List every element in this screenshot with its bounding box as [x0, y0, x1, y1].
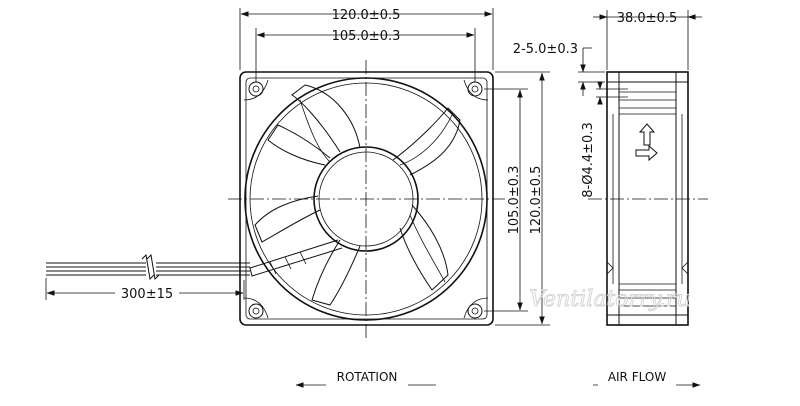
cable-length-dimension: 300±15 — [121, 287, 173, 302]
front-dimensions: 120.0±0.5 105.0±0.3 105.0±0.3 120.0±0.5 … — [45, 8, 550, 388]
depth-dimension: 38.0±0.5 — [617, 11, 678, 26]
overall-height-dimension: 120.0±0.5 — [529, 166, 544, 235]
fan-frame-inner-edge — [245, 77, 488, 320]
airflow-right-arrow-icon — [635, 144, 658, 162]
airflow-up-arrow-icon — [638, 123, 656, 146]
mounting-holes — [243, 79, 489, 319]
cable-strut — [249, 239, 343, 277]
rotation-label: ROTATION — [337, 370, 398, 384]
side-dimensions: 38.0±0.5 2-5.0±0.3 8-Ø4.4±0.3 — [513, 10, 702, 198]
side-body-outline — [606, 71, 689, 326]
watermark: Ventilatorry.ru — [529, 287, 690, 312]
fan-cable — [46, 253, 250, 281]
flange-thickness-dimension: 2-5.0±0.3 — [513, 42, 578, 57]
overall-width-dimension: 120.0±0.5 — [332, 8, 401, 23]
front-view — [46, 60, 505, 338]
side-view: AIR FLOW — [588, 71, 708, 388]
airflow-label: AIR FLOW — [608, 370, 667, 384]
hole-spacing-height-dimension: 105.0±0.3 — [507, 166, 522, 235]
fan-blades — [254, 84, 461, 306]
fan-frame-outline — [239, 71, 494, 326]
mounting-holes-dimension: 8-Ø4.4±0.3 — [581, 122, 596, 197]
hole-spacing-width-dimension: 105.0±0.3 — [332, 29, 401, 44]
